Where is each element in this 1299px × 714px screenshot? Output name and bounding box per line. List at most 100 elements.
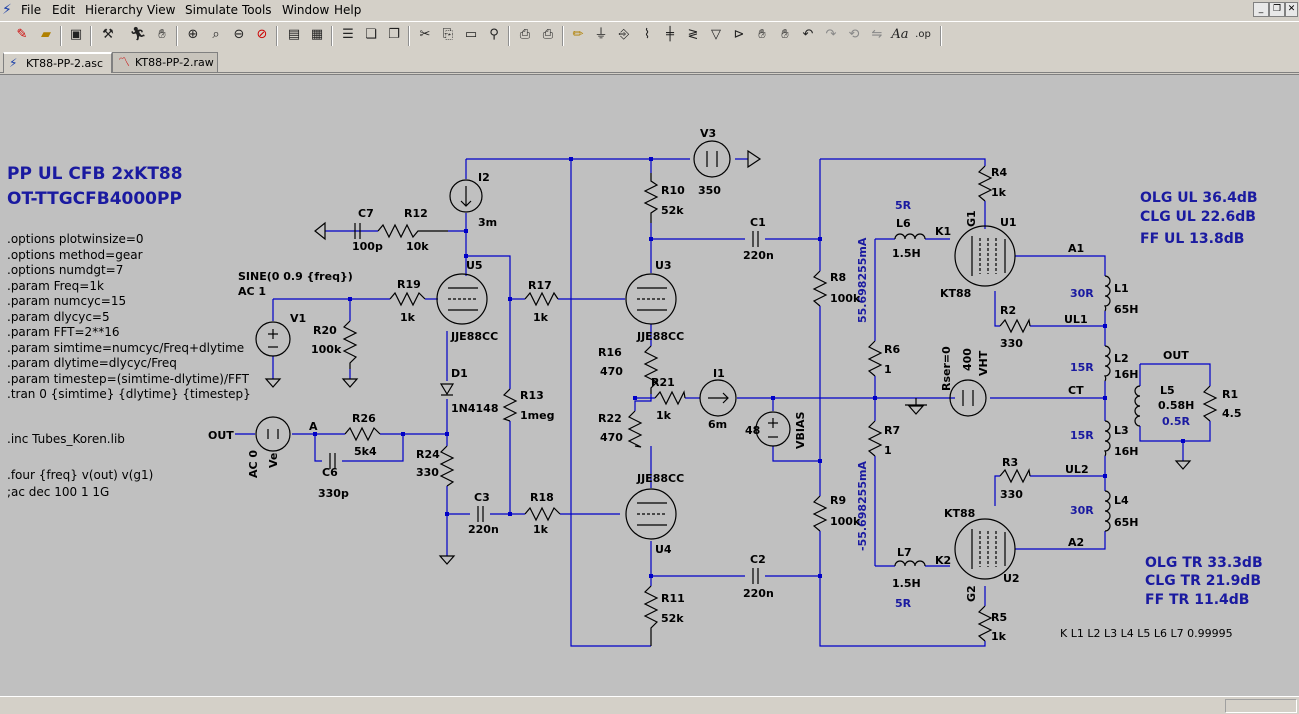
R7-label: R7 xyxy=(884,424,900,437)
save-icon[interactable]: ▣ xyxy=(69,27,83,42)
print-setup-icon[interactable]: ⎙ xyxy=(519,27,531,42)
resistor-R4 xyxy=(977,165,993,202)
tab-schematic[interactable]: ⚡ KT88-PP-2.asc xyxy=(3,52,112,73)
menu-view[interactable]: View xyxy=(147,3,176,17)
clg-ul-label: CLG UL 22.6dB xyxy=(1140,209,1256,225)
minimize-icon[interactable]: _ xyxy=(1253,2,1269,17)
R19-value: 1k xyxy=(400,311,416,324)
directive-2: .options method=gear xyxy=(7,248,143,262)
R2-label: R2 xyxy=(1000,304,1016,317)
directive-6: .param dlycyc=5 xyxy=(7,310,110,324)
directive-11: .tran 0 {simtime} {dlytime} {timestep} xyxy=(7,387,251,401)
R12-label: R12 xyxy=(404,207,428,220)
waveform-tab-icon: 〽 xyxy=(118,55,131,69)
cancel-zoom-icon[interactable]: ⊘ xyxy=(256,27,268,42)
zoom-out-icon[interactable]: ⊖ xyxy=(233,27,245,42)
text-icon[interactable]: Aa xyxy=(891,27,909,42)
diode-icon[interactable]: ▽ xyxy=(711,27,721,42)
menu-help[interactable]: Help xyxy=(334,3,362,17)
new-schematic-icon[interactable]: ✎ xyxy=(16,27,28,42)
resistor-R12 xyxy=(377,223,448,239)
capacitor-icon[interactable]: ╪ xyxy=(666,27,674,42)
resistor-R7 xyxy=(867,420,883,457)
control-panel-icon[interactable]: ⚒ xyxy=(102,27,114,42)
toolbar-separator xyxy=(940,26,942,46)
R24-label: R24 xyxy=(416,448,440,461)
UL2-label: UL2 xyxy=(1065,463,1089,476)
R20-label: R20 xyxy=(313,324,337,337)
C6-value: 330p xyxy=(318,487,349,500)
undo-icon[interactable]: ↶ xyxy=(802,27,814,42)
R5-label: R5 xyxy=(991,611,1007,624)
ground-icon[interactable]: ⏚ xyxy=(594,27,608,42)
ltspice-app-icon[interactable]: ⚡ xyxy=(2,2,12,18)
capacitor-C7 xyxy=(354,223,361,239)
rotate-icon[interactable]: ⟲ xyxy=(848,27,860,42)
mirror-icon[interactable]: ⇋ xyxy=(871,27,883,42)
resistor-icon[interactable]: ⌇ xyxy=(643,27,651,42)
zoom-fit-icon[interactable]: ⌕ xyxy=(212,27,220,42)
tile-icon[interactable]: ☰ xyxy=(342,27,354,42)
spice-directive-icon[interactable]: .op xyxy=(915,29,931,40)
Ve-label: Ve xyxy=(267,453,280,468)
view-spice-icon[interactable]: ▦ xyxy=(310,27,324,42)
A2-label: A2 xyxy=(1068,536,1084,549)
I2-label: I2 xyxy=(478,171,490,184)
menu-window[interactable]: Window xyxy=(282,3,330,17)
L4-label: L4 xyxy=(1114,494,1129,507)
R4-label: R4 xyxy=(991,166,1007,179)
L1-value: 65H xyxy=(1114,303,1139,316)
paste-icon[interactable]: ▭ xyxy=(464,27,478,42)
R10-value: 52k xyxy=(661,204,684,217)
open-icon[interactable]: ▰ xyxy=(41,27,51,42)
schematic-canvas[interactable]: PP UL CFB 2xKT88 OT-TTGCFB4000PP .option… xyxy=(0,74,1299,697)
R11-value: 52k xyxy=(661,612,684,625)
print-icon[interactable]: ⎙ xyxy=(542,27,554,42)
menu-tools[interactable]: Tools xyxy=(242,3,272,17)
tab-waveform[interactable]: 〽 KT88-PP-2.raw xyxy=(112,52,218,72)
menu-simulate[interactable]: Simulate xyxy=(185,3,239,17)
autorange-icon[interactable]: ▤ xyxy=(287,27,301,42)
restore-icon[interactable]: ❐ xyxy=(1269,2,1285,17)
cascade-icon[interactable]: ❏ xyxy=(365,27,377,42)
toolbar-separator xyxy=(90,26,92,46)
drag-icon[interactable]: ✋︎ xyxy=(781,27,789,42)
copy-icon[interactable]: ⎘ xyxy=(442,27,454,42)
include-directive: .inc Tubes_Koren.lib xyxy=(7,432,125,446)
status-bar xyxy=(0,696,1299,714)
inductor-icon[interactable]: ≷ xyxy=(687,27,699,42)
L5-value: 0.58H xyxy=(1158,399,1194,412)
cut-icon[interactable]: ✂ xyxy=(419,27,431,42)
C1-value: 220n xyxy=(743,249,774,262)
menu-hierarchy[interactable]: Hierarchy xyxy=(85,3,144,17)
inductor-L6 xyxy=(894,233,926,240)
component-icon[interactable]: ⊳ xyxy=(733,27,745,42)
draw-wire-icon[interactable]: ✏ xyxy=(572,27,584,42)
label-net-icon[interactable]: ⎆ xyxy=(618,27,630,42)
menu-file[interactable]: File xyxy=(21,3,42,17)
directive-8: .param simtime=numcyc/Freq+dlytime xyxy=(7,341,244,355)
close-windows-icon[interactable]: ❐ xyxy=(388,27,400,42)
resistor-R10 xyxy=(643,173,659,223)
inductor-L2 xyxy=(1103,345,1111,382)
close-icon[interactable]: ✕ xyxy=(1285,2,1298,17)
U3-model: JJE88CC xyxy=(636,330,684,343)
V3-label: V3 xyxy=(700,127,716,140)
L3-series-resistance: 15R xyxy=(1070,429,1094,442)
R26-value: 5k4 xyxy=(354,445,377,458)
run-icon[interactable]: 🏃︎ xyxy=(129,27,147,42)
resistor-R3 xyxy=(999,468,1031,484)
find-icon[interactable]: ⚲ xyxy=(489,27,499,42)
move-icon[interactable]: ✋︎ xyxy=(758,27,766,42)
menu-edit[interactable]: Edit xyxy=(52,3,76,17)
halt-icon[interactable]: ✋︎ xyxy=(158,27,166,42)
A1-label: A1 xyxy=(1068,242,1084,255)
L6-label: L6 xyxy=(896,217,911,230)
R1-value: 4.5 xyxy=(1222,407,1242,420)
redo-icon[interactable]: ↷ xyxy=(825,27,837,42)
source-I2 xyxy=(449,179,483,213)
D1-model: 1N4148 xyxy=(451,402,498,415)
toolbar-separator xyxy=(176,26,178,46)
resistor-R2 xyxy=(999,318,1031,334)
zoom-in-icon[interactable]: ⊕ xyxy=(187,27,199,42)
